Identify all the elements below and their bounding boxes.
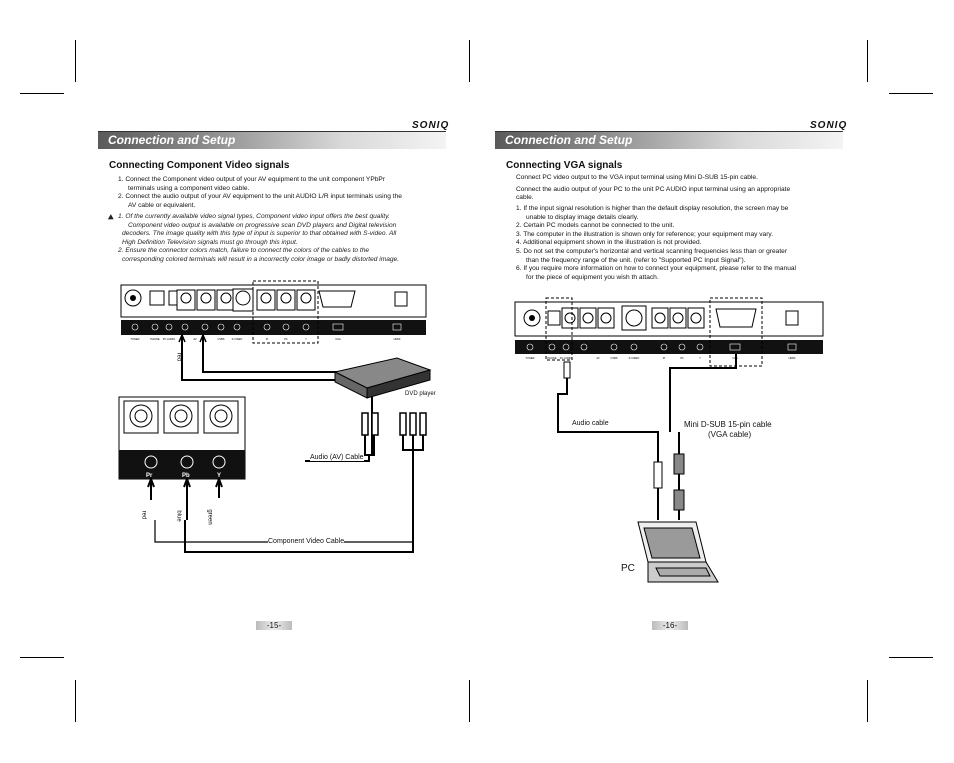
note-icon: [107, 214, 116, 222]
intro-line: Connect PC video output to the VGA input…: [516, 174, 758, 181]
panel-label: Pr: [663, 356, 666, 360]
label-y: Y: [217, 473, 222, 479]
crop-mark: [889, 93, 933, 94]
header-rule: [495, 131, 843, 132]
page-number: -16-: [652, 621, 688, 630]
crop-mark: [75, 40, 76, 82]
panel-label: PHONE: [547, 356, 556, 360]
page-title: Connecting VGA signals: [506, 160, 623, 171]
vga-port: [715, 308, 757, 328]
panel-label: Pb: [284, 337, 288, 341]
step-line: 1. If the input signal resolution is hig…: [516, 205, 789, 212]
label-pr: Pr: [146, 473, 153, 479]
crop-mark: [469, 40, 470, 82]
step-line: 2. Connect the audio output of your AV e…: [118, 193, 402, 201]
note-line: Component video output is available on p…: [128, 221, 397, 229]
crop-mark: [20, 657, 64, 658]
crop-mark: [889, 657, 933, 658]
section-header: Connection and Setup: [98, 132, 446, 149]
panel-label: Pr: [266, 337, 269, 341]
label-red: red: [140, 510, 147, 520]
intro-text: Connect PC video output to the VGA input…: [516, 174, 841, 206]
panel-label: PC AUDIO: [560, 356, 572, 360]
label-blue: blue: [175, 510, 182, 522]
panel-label: AV: [596, 356, 600, 360]
intro-line: Connect the audio output of your PC to t…: [516, 185, 791, 193]
panel-label: S-VIDEO: [629, 356, 640, 360]
notes-list: 1. Of the currently available video sign…: [118, 213, 448, 265]
note-line: decoders. The image quality with this ty…: [122, 230, 397, 238]
step-line: 5. Do not set the computer's horizontal …: [516, 247, 788, 255]
dvd-player: [333, 357, 432, 399]
av-jacks: [176, 288, 316, 312]
tv-back-panel: [514, 301, 824, 337]
label-vga-cable-line2: (VGA cable): [708, 430, 752, 439]
crop-mark: [75, 680, 76, 722]
component-highlight: [252, 280, 319, 344]
vga-port: [318, 290, 356, 308]
step-line: 4. Additional equipment shown in the ill…: [516, 239, 702, 247]
panel-label: HDMI: [789, 356, 796, 360]
label-vga-cable-line1: Mini D-SUB 15-pin cable: [684, 420, 772, 429]
crop-mark: [20, 93, 64, 94]
panel-label: Y: [699, 356, 701, 360]
page-number: -15-: [256, 621, 292, 630]
panel-label: AV: [193, 337, 197, 341]
label-audio-cable: Audio (AV) Cable: [310, 454, 364, 461]
note-line: High Definition Television signals must …: [122, 238, 298, 246]
crop-mark: [867, 40, 868, 82]
step-line: 6. If you require more information on ho…: [516, 265, 797, 273]
panel-label: PHONE: [150, 337, 159, 341]
step-line: unable to display image details clearly.: [526, 213, 639, 221]
panel-label: Y: [305, 337, 307, 341]
crop-mark: [469, 680, 470, 722]
header-rule: [98, 131, 446, 132]
pc-laptop: [637, 521, 719, 583]
panel-label: HDMI: [394, 337, 401, 341]
panel-label: TUNER: [526, 356, 535, 360]
panel-label: Pb: [680, 356, 684, 360]
step-line: than the frequency range of the unit. (r…: [526, 256, 746, 264]
panel-label: PC AUDIO: [163, 337, 175, 341]
note-line: corresponding colored terminals will res…: [122, 255, 400, 263]
section-header: Connection and Setup: [495, 132, 843, 149]
steps-list: 1. If the input signal resolution is hig…: [516, 205, 846, 282]
label-dvd-player: DVD player: [405, 391, 436, 397]
step-line: 2. Certain PC models cannot be connected…: [516, 222, 675, 230]
panel-label: VGA: [335, 337, 341, 341]
label-red-top: red: [175, 352, 182, 362]
label-component-cable: Component Video Cable: [268, 538, 345, 545]
step-line: 1. Connect the Component video output of…: [118, 176, 385, 183]
step-line: AV cable or equivalent.: [128, 201, 196, 209]
panel-label: S-VIDEO: [232, 337, 243, 341]
crop-mark: [867, 680, 868, 722]
tv-label-strip: [515, 340, 823, 354]
page-title: Connecting Component Video signals: [109, 160, 290, 171]
note-line: 2. Ensure the connector colors match, fa…: [118, 247, 370, 255]
panel-label: CVBS: [610, 356, 617, 360]
audio-highlight: [545, 297, 573, 361]
panel-label: CVBS: [217, 337, 224, 341]
label-audio-cable: Audio cable: [572, 420, 609, 427]
steps-list: 1. Connect the Component video output of…: [118, 176, 448, 210]
section-header-title: Connection and Setup: [108, 133, 236, 147]
note-line: 1. Of the currently available video sign…: [118, 213, 390, 220]
label-pb: Pb: [182, 473, 190, 479]
label-green: green: [206, 509, 213, 525]
step-line: for the piece of equipment you wish th a…: [526, 273, 659, 281]
tv-label-strip: [121, 320, 426, 335]
brand-logo: SONIQ: [412, 120, 450, 131]
brand-logo: SONIQ: [810, 120, 848, 131]
intro-line: cable.: [516, 194, 534, 202]
step-line: 3. The computer in the illustration is s…: [516, 230, 774, 238]
step-line: terminals using a component video cable.: [128, 184, 250, 192]
section-header-title: Connection and Setup: [505, 133, 633, 147]
panel-label: VGA: [732, 356, 738, 360]
panel-label: TUNER: [131, 337, 140, 341]
vga-connection-diagram: TUNER PHONE PC AUDIO AV CVBS S-VIDEO Pr Pb Y VGA H…: [514, 297, 824, 583]
label-pc: PC: [621, 563, 635, 574]
